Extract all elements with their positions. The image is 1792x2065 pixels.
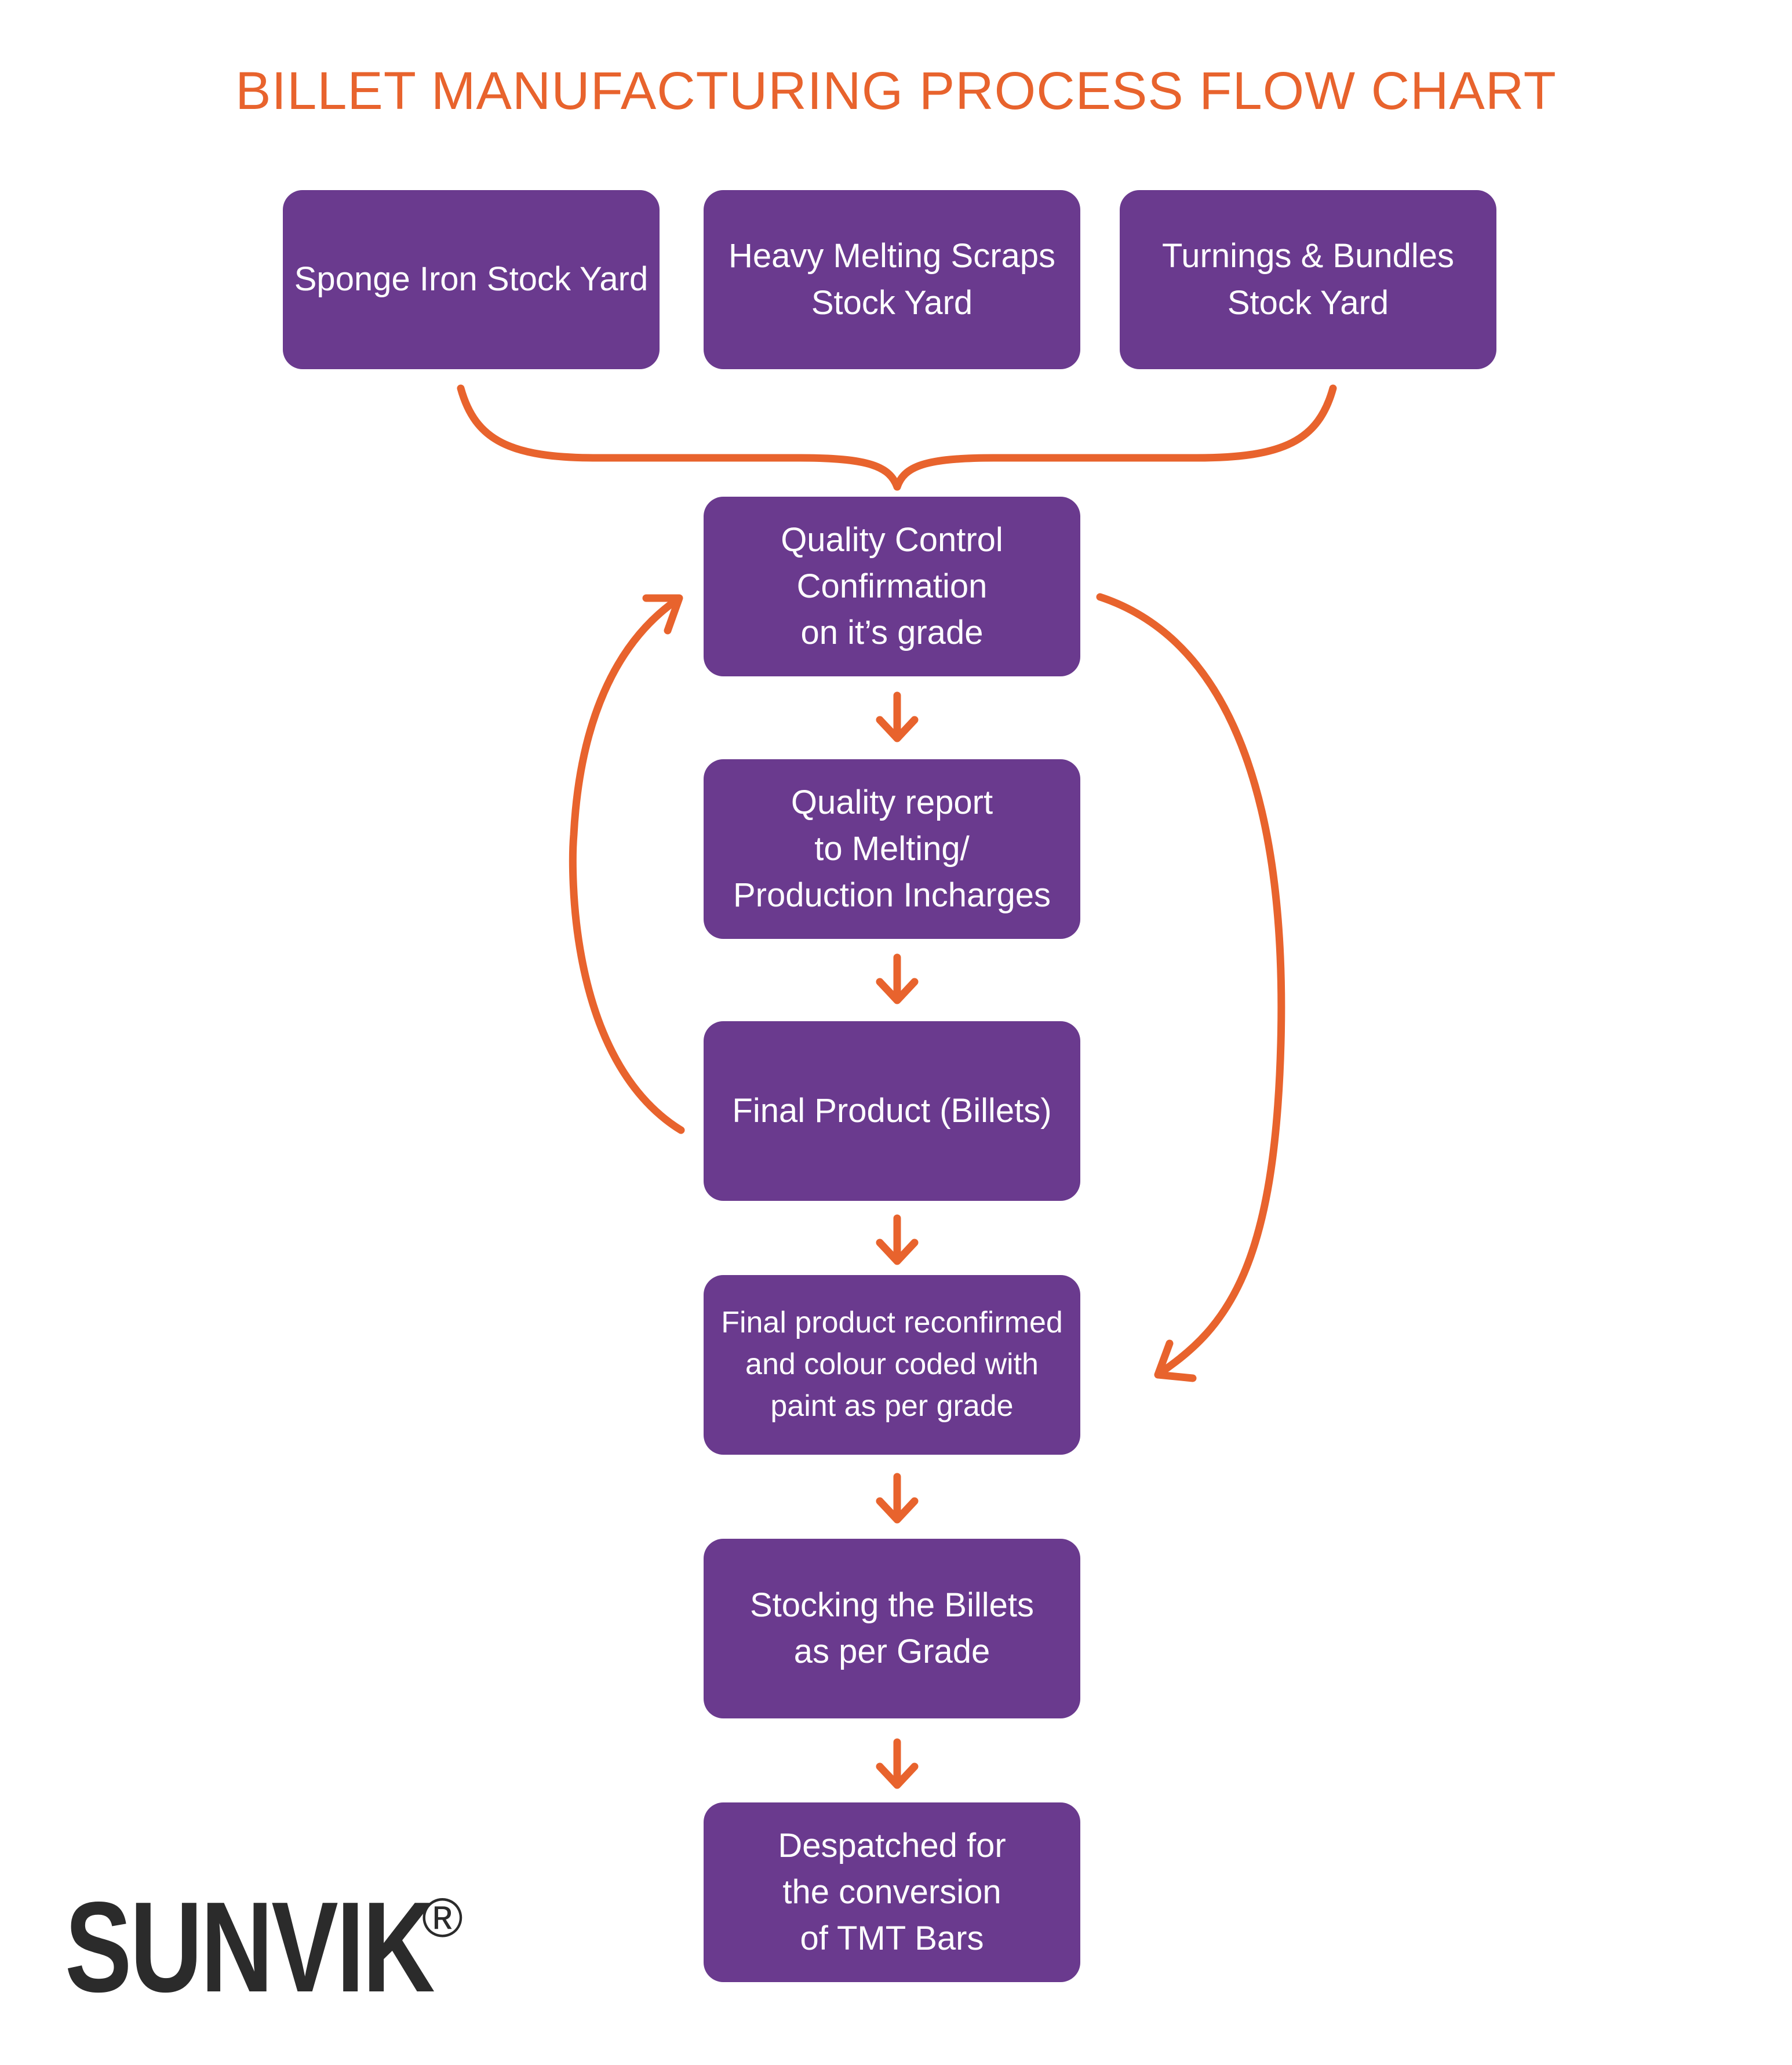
- node-quality-report: Quality report to Melting/ Production In…: [704, 759, 1080, 939]
- feedback-loop-right: [1096, 593, 1285, 1378]
- down-arrow-5: [876, 1738, 919, 1789]
- down-arrow-2: [876, 953, 919, 1004]
- node-stocking-the-billets: Stocking the Billets as per Grade: [704, 1539, 1080, 1718]
- chart-title: BILLET MANUFACTURING PROCESS FLOW CHART: [235, 61, 1557, 121]
- down-arrow-3: [876, 1214, 919, 1265]
- node-turnings-bundles-stock-yard: Turnings & Bundles Stock Yard: [1120, 190, 1496, 369]
- feedback-loop-left: [569, 596, 685, 1134]
- registered-mark: ®: [422, 1887, 463, 1949]
- down-arrow-4: [876, 1473, 919, 1524]
- merge-brace-left: [457, 384, 901, 491]
- feedback-loop-left-head: [642, 594, 683, 635]
- node-quality-control-confirmation: Quality Control Confirmation on it’s gra…: [704, 497, 1080, 676]
- sunvik-logo: SUNVIK: [65, 1875, 435, 2019]
- node-heavy-melting-scraps-stock-yard: Heavy Melting Scraps Stock Yard: [704, 190, 1080, 369]
- feedback-loop-right-head: [1154, 1339, 1197, 1382]
- node-final-product-billets: Final Product (Billets): [704, 1021, 1080, 1201]
- node-despatched-for-conversion: Despatched for the conversion of TMT Bar…: [704, 1802, 1080, 1982]
- merge-brace-right: [893, 384, 1337, 491]
- node-final-product-reconfirmed: Final product reconfirmed and colour cod…: [704, 1275, 1080, 1455]
- down-arrow-1: [876, 691, 919, 742]
- node-sponge-iron-stock-yard: Sponge Iron Stock Yard: [283, 190, 660, 369]
